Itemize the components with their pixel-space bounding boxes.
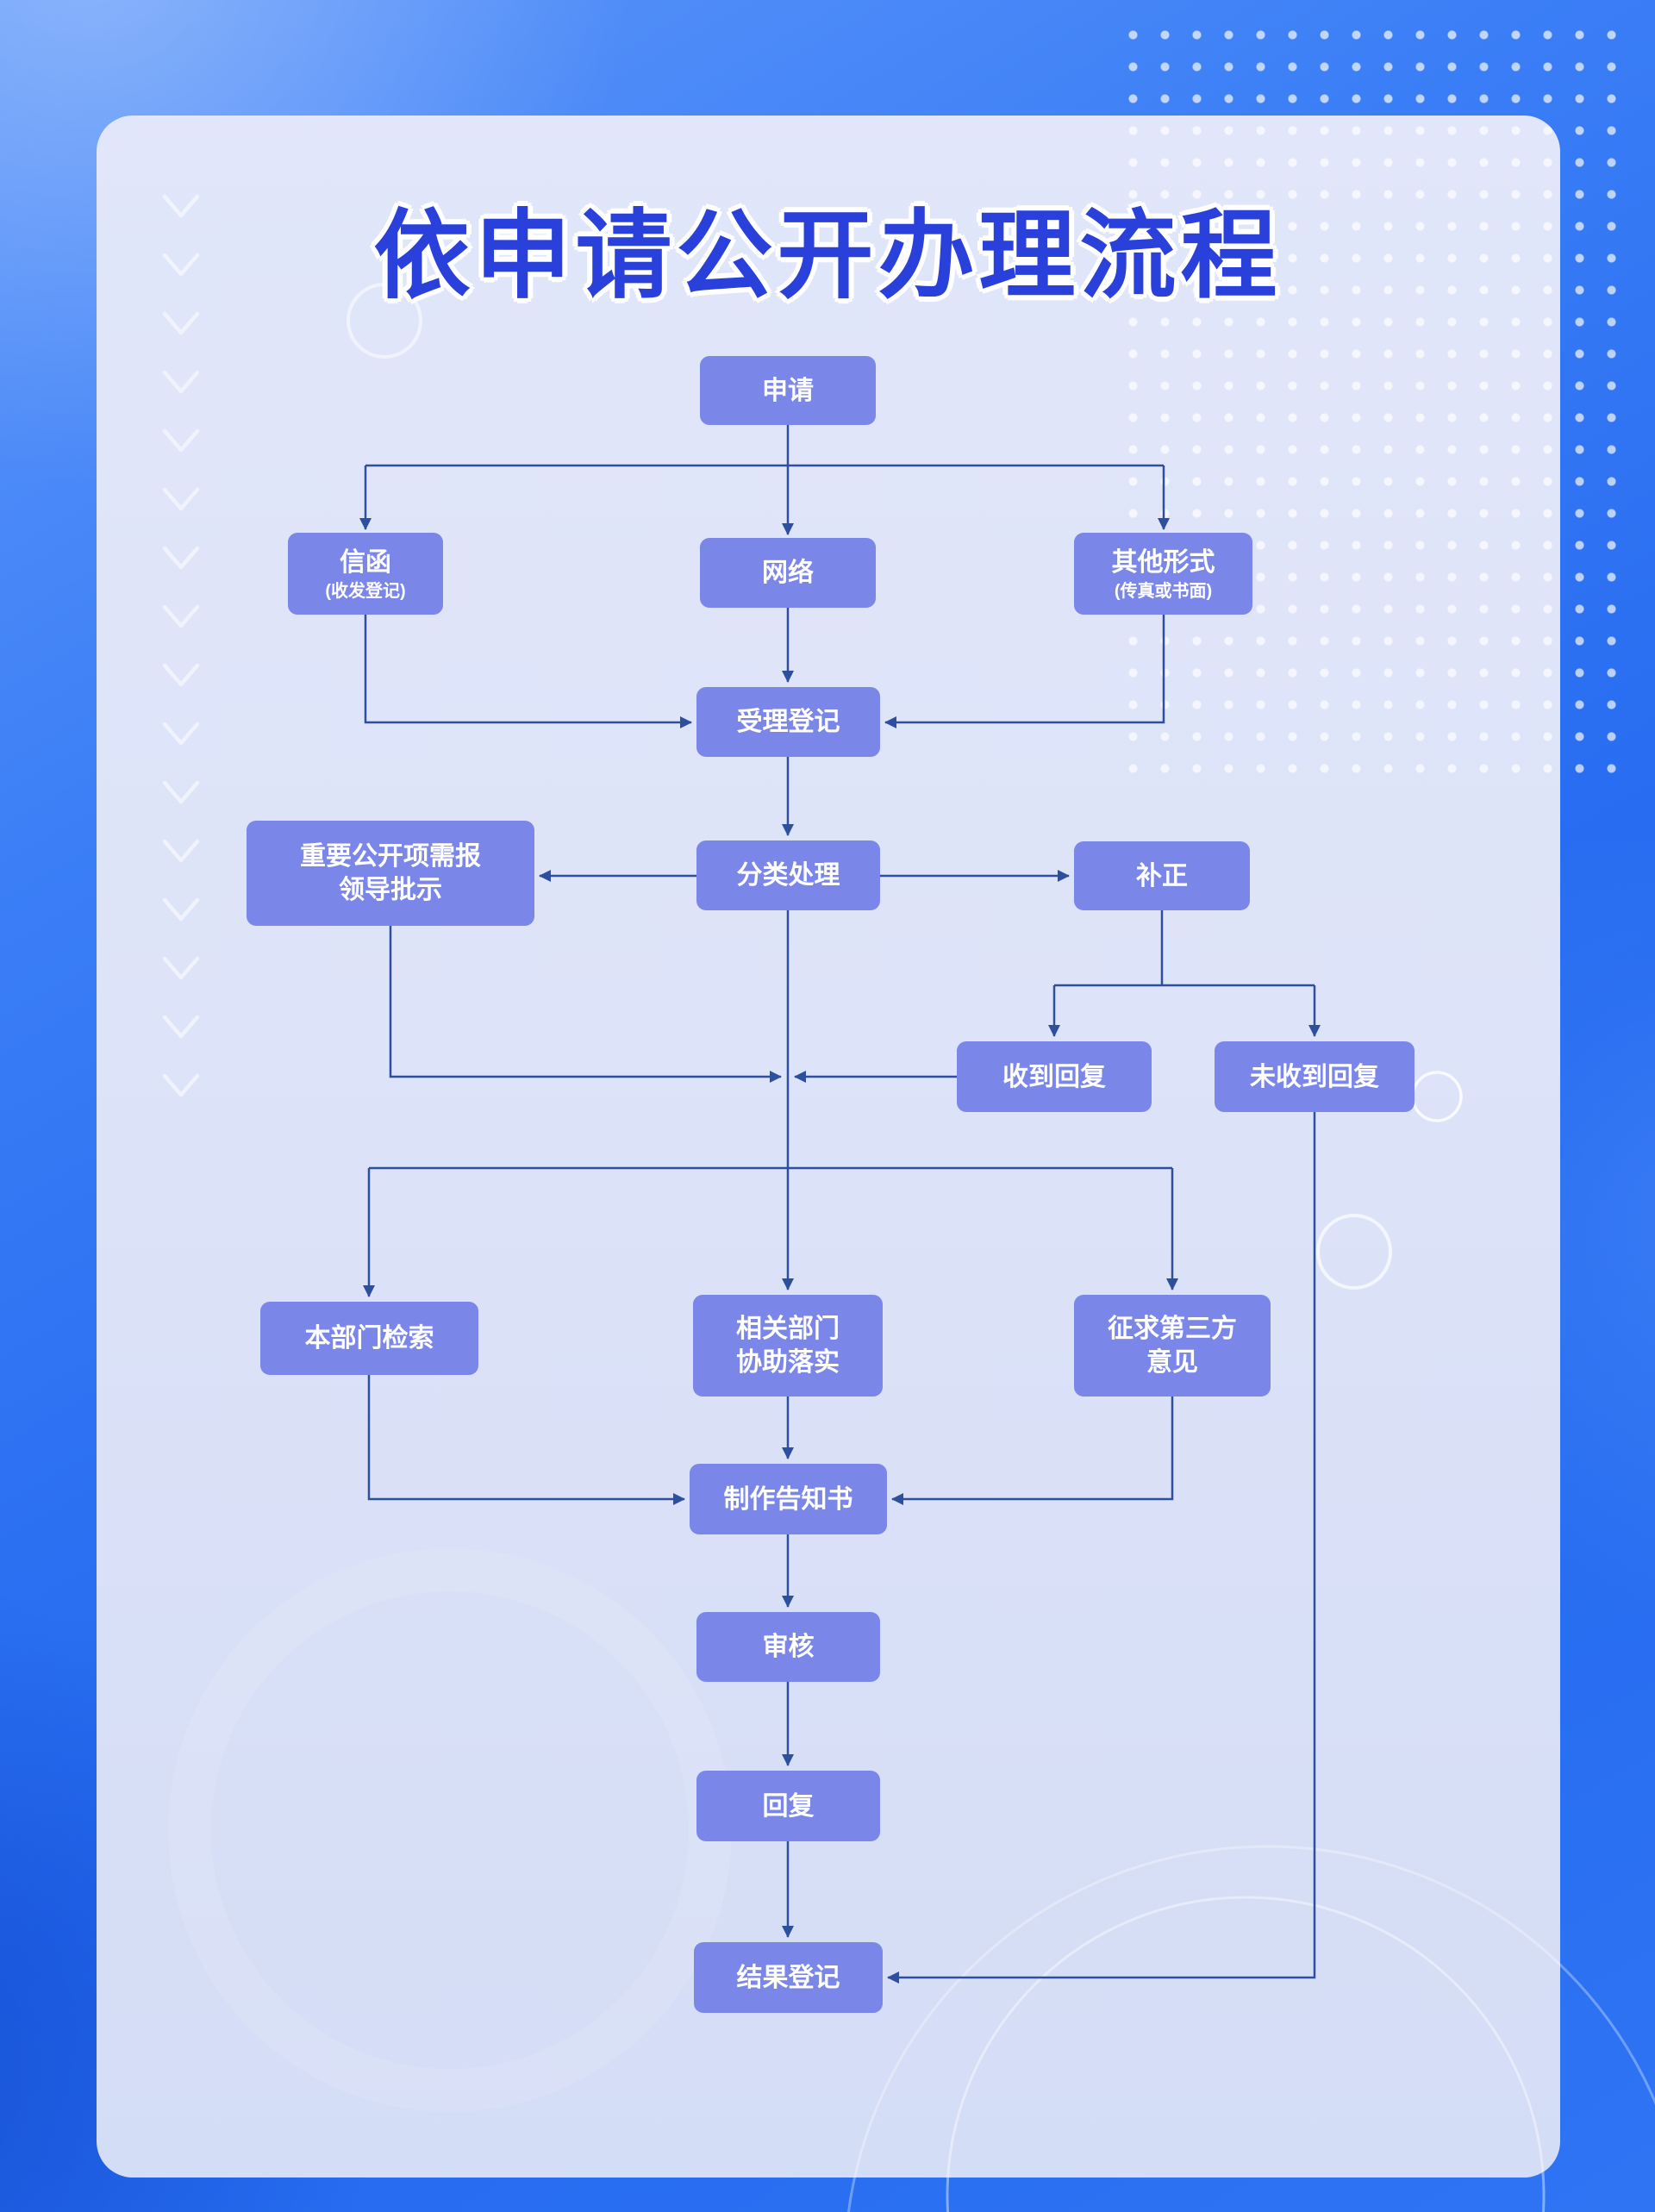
node-label: 制作告知书: [723, 1484, 853, 1514]
node-letter: 信函 (收发登记): [288, 533, 443, 615]
node-sublabel: (收发登记): [325, 582, 406, 601]
node-label-line2: 意见: [1146, 1348, 1198, 1377]
node-label: 重要公开项需报: [300, 842, 481, 871]
node-label: 补正: [1136, 861, 1188, 890]
page-title: 依申请公开办理流程: [373, 202, 1282, 309]
node-label: 受理登记: [736, 708, 840, 736]
node-apply: 申请: [700, 356, 876, 425]
node-notice-letter: 制作告知书: [690, 1464, 887, 1534]
node-label: 收到回复: [1002, 1062, 1106, 1091]
node-label-line2: 协助落实: [736, 1348, 840, 1377]
node-reply-received: 收到回复: [957, 1041, 1152, 1112]
node-label: 其他形式: [1111, 548, 1215, 577]
node-label: 信函: [340, 548, 391, 577]
node-label: 相关部门: [736, 1315, 840, 1343]
node-label: 本部门检索: [304, 1324, 434, 1353]
node-sublabel: (传真或书面): [1114, 582, 1213, 601]
node-department-assist: 相关部门 协助落实: [693, 1295, 883, 1397]
node-label: 结果登记: [736, 1963, 840, 1992]
node-label: 网络: [762, 559, 814, 587]
node-department-search: 本部门检索: [260, 1302, 478, 1375]
node-result-registration: 结果登记: [694, 1942, 883, 2013]
node-label-line2: 领导批示: [339, 876, 442, 904]
node-review: 审核: [696, 1612, 880, 1682]
node-label: 审核: [762, 1633, 815, 1661]
node-third-party-opinion: 征求第三方 意见: [1074, 1295, 1271, 1397]
node-other-form: 其他形式 (传真或书面): [1074, 533, 1252, 615]
node-important-approval: 重要公开项需报 领导批示: [247, 821, 534, 926]
node-label: 征求第三方: [1108, 1315, 1237, 1343]
node-label: 未收到回复: [1250, 1062, 1379, 1091]
node-label: 回复: [762, 1791, 815, 1821]
node-network: 网络: [700, 538, 876, 608]
node-no-reply: 未收到回复: [1215, 1041, 1415, 1112]
node-classification: 分类处理: [696, 840, 880, 910]
node-label: 申请: [762, 376, 814, 405]
node-label: 分类处理: [736, 861, 840, 890]
node-acceptance-registration: 受理登记: [696, 687, 880, 757]
node-correction: 补正: [1074, 841, 1250, 910]
node-reply: 回复: [696, 1771, 880, 1841]
